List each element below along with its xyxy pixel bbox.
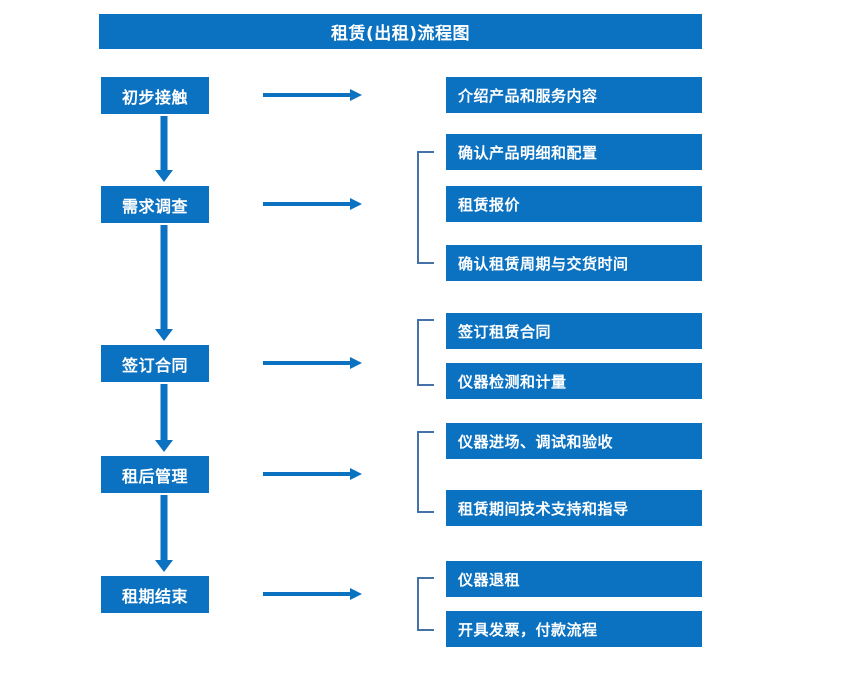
bracket-group-lease-end <box>417 577 434 631</box>
detail-box-introduce-products[interactable]: 介绍产品和服务内容 <box>446 77 702 113</box>
detail-box-sign-lease-contract[interactable]: 签订租赁合同 <box>446 313 702 349</box>
detail-box-confirm-lease-period[interactable]: 确认租赁周期与交货时间 <box>446 245 702 281</box>
page-title: 租赁(出租)流程图 <box>99 14 702 49</box>
stage-box-post-lease-management[interactable]: 租后管理 <box>101 456 209 493</box>
arrow-down-stage1-stage2 <box>155 116 173 182</box>
arrow-down-stage4-stage5 <box>155 495 173 572</box>
arrow-right-stage5 <box>263 588 362 600</box>
detail-box-instrument-inspection[interactable]: 仪器检测和计量 <box>446 363 702 399</box>
detail-box-lease-quotation[interactable]: 租赁报价 <box>446 186 702 222</box>
detail-box-confirm-product-details[interactable]: 确认产品明细和配置 <box>446 134 702 170</box>
arrow-right-stage3 <box>263 357 362 369</box>
stage-box-sign-contract[interactable]: 签订合同 <box>101 345 209 382</box>
detail-box-technical-support[interactable]: 租赁期间技术支持和指导 <box>446 490 702 526</box>
detail-box-invoice-payment[interactable]: 开具发票，付款流程 <box>446 611 702 647</box>
arrow-right-stage2 <box>263 198 362 210</box>
bracket-group-needs-survey <box>417 151 434 264</box>
arrow-down-stage2-stage3 <box>155 225 173 341</box>
stage-box-needs-survey[interactable]: 需求调查 <box>101 186 209 223</box>
stage-box-lease-end[interactable]: 租期结束 <box>101 576 209 613</box>
detail-box-instrument-entry-commissioning[interactable]: 仪器进场、调试和验收 <box>446 423 702 459</box>
arrow-down-stage3-stage4 <box>155 384 173 452</box>
arrow-right-stage4 <box>263 468 362 480</box>
stage-box-initial-contact[interactable]: 初步接触 <box>101 77 209 114</box>
detail-box-instrument-return[interactable]: 仪器退租 <box>446 561 702 597</box>
bracket-group-sign-contract <box>417 319 434 386</box>
bracket-group-post-lease <box>417 431 434 513</box>
arrow-right-stage1 <box>263 89 362 101</box>
